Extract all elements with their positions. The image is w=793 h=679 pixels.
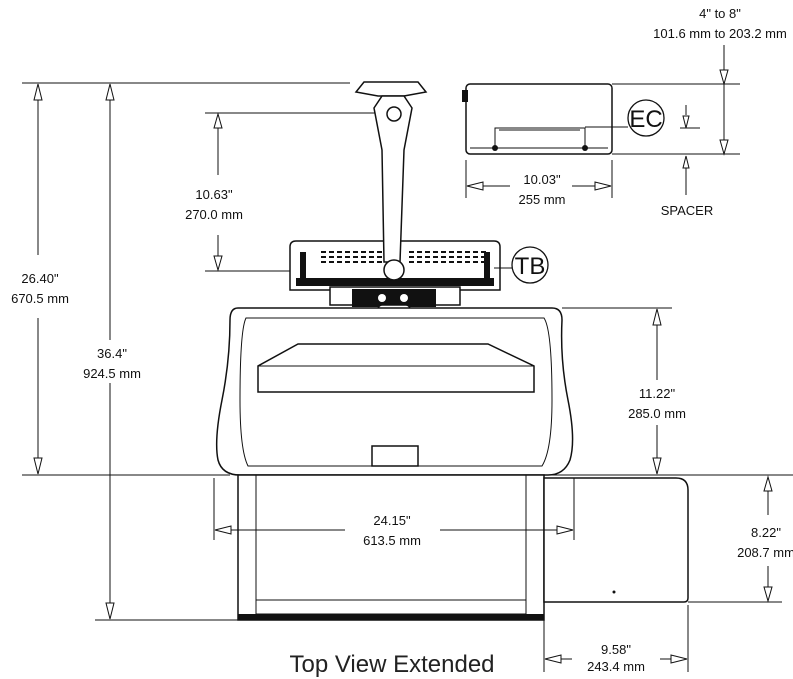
ec-enclosure [462, 83, 613, 155]
ec-callout: EC [585, 99, 665, 137]
spacer-label: SPACER [661, 203, 714, 218]
keyboard-tray [237, 474, 545, 621]
dimension-tray-width: 9.58" 243.4 mm [543, 605, 689, 674]
ec-callout-label: EC [629, 106, 662, 133]
tray-depth-imperial: 8.22" [751, 525, 781, 540]
desk-width-metric: 613.5 mm [363, 533, 421, 548]
dimension-desk-depth: 11.22" 285.0 mm [548, 307, 793, 476]
desk-width-imperial: 24.15" [373, 513, 411, 528]
ec-width-imperial: 10.03" [523, 172, 561, 187]
overall-left-metric: 670.5 mm [11, 291, 69, 306]
dimension-tray-depth: 8.22" 208.7 mm [688, 475, 793, 603]
mouse-tray [543, 477, 689, 603]
ec-width-metric: 255 mm [519, 192, 566, 207]
desk-depth-metric: 285.0 mm [628, 406, 686, 421]
dimension-desk-width: 24.15" 613.5 mm [213, 478, 575, 548]
dimension-overall-total: 36.4" 924.5 mm [83, 83, 255, 621]
tray-width-imperial: 9.58" [601, 642, 631, 657]
spacer-range-metric: 101.6 mm to 203.2 mm [653, 26, 787, 41]
dimension-ec-width: 10.03" 255 mm [465, 160, 613, 207]
overall-total-metric: 924.5 mm [83, 366, 141, 381]
drawing-title: Top View Extended [289, 651, 494, 678]
tray-depth-metric: 208.7 mm [737, 545, 793, 560]
tray-width-metric: 243.4 mm [587, 659, 645, 674]
overall-total-imperial: 36.4" [97, 346, 127, 361]
tb-callout: TB [494, 246, 549, 284]
dimension-overall-left: 26.40" 670.5 mm [11, 82, 350, 476]
overall-left-imperial: 26.40" [21, 271, 59, 286]
tb-callout-label: TB [515, 253, 546, 280]
desk-depth-imperial: 11.22" [639, 386, 676, 401]
arm-height-metric: 270.0 mm [185, 207, 243, 222]
dimension-spacer-range: 4" to 8" 101.6 mm to 203.2 mm [612, 6, 787, 195]
spacer-range-imperial: 4" to 8" [699, 6, 741, 21]
desk-body [215, 307, 574, 476]
arm-height-imperial: 10.63" [195, 187, 233, 202]
